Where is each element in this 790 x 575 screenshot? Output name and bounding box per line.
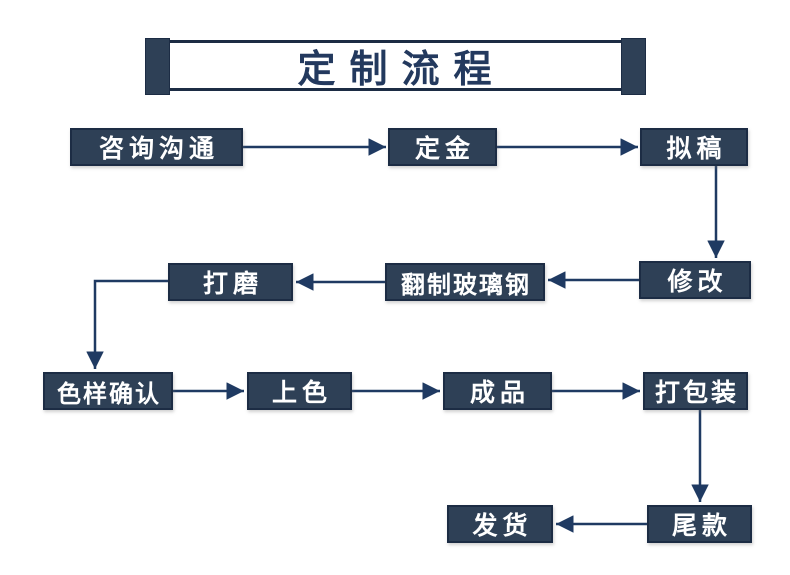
flow-node-colorconfirm-label: 色样确认: [57, 380, 161, 408]
flow-node-shipping: 发货: [447, 505, 553, 543]
flow-node-consult: 咨询沟通: [70, 128, 243, 166]
flow-node-finished-label: 成品: [469, 379, 530, 407]
flow-node-coloring-label: 上色: [271, 379, 332, 407]
flow-node-consult-label: 咨询沟通: [98, 135, 219, 163]
flow-node-draft: 拟稿: [640, 128, 748, 166]
page-title: 定制流程: [297, 49, 506, 91]
flow-node-polish: 打磨: [168, 263, 293, 301]
flow-node-coloring: 上色: [247, 372, 352, 410]
flow-node-deposit-label: 定金: [414, 135, 475, 163]
title-banner-left-cap: [145, 38, 170, 95]
flow-node-balance: 尾款: [647, 505, 752, 543]
flow-node-draft-label: 拟稿: [666, 135, 727, 163]
flow-node-fiberglass: 翻制玻璃钢: [385, 263, 545, 301]
flow-node-fiberglass-label: 翻制玻璃钢: [401, 271, 531, 299]
title-banner-right-cap: [621, 38, 646, 95]
flow-node-shipping-label: 发货: [472, 512, 533, 540]
flow-node-modify: 修改: [639, 261, 751, 299]
arrow-polish-to-colorconfirm: [86, 279, 168, 369]
flow-node-modify-label: 修改: [667, 268, 728, 296]
flow-node-packaging-label: 打包装: [654, 379, 739, 407]
flow-node-packaging: 打包装: [643, 372, 748, 410]
flow-node-balance-label: 尾款: [671, 512, 732, 540]
flow-node-polish-label: 打磨: [202, 270, 263, 298]
flow-node-colorconfirm: 色样确认: [43, 372, 173, 410]
title-banner-band: [158, 40, 632, 91]
flow-node-finished: 成品: [443, 372, 552, 410]
flow-node-deposit: 定金: [388, 128, 497, 166]
